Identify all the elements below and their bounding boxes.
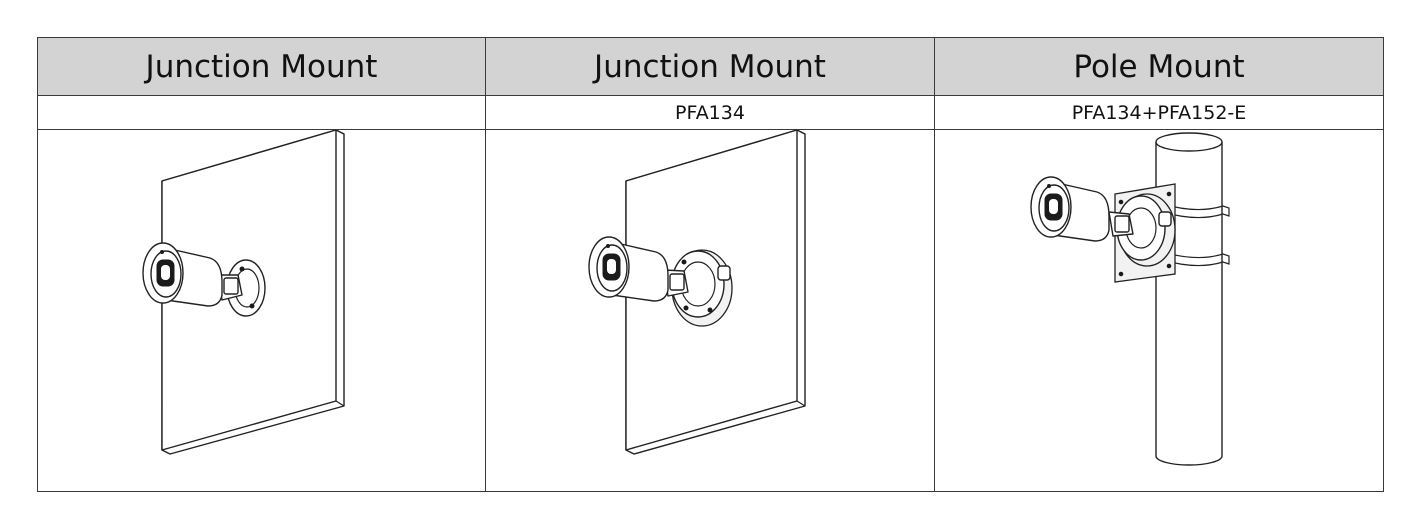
model-cell-2: PFA134: [485, 95, 935, 130]
camera-pole-mount-illustration: [1030, 132, 1230, 466]
illustration-row: [37, 129, 1384, 492]
illustration-cell-3: [934, 129, 1384, 492]
model-row: PFA134 PFA134+PFA152-E: [37, 95, 1384, 130]
header-junction-mount-pfa134: Junction Mount: [485, 37, 935, 96]
camera-junction-box-illustration: [588, 130, 806, 455]
mount-table: Junction Mount Junction Mount Pole Mount…: [37, 37, 1384, 492]
camera-wall-mount-illustration: [142, 130, 345, 455]
header-junction-mount: Junction Mount: [37, 37, 486, 96]
header-row: Junction Mount Junction Mount Pole Mount: [37, 37, 1384, 96]
model-cell-1: [37, 95, 486, 130]
illustration-cell-2: [485, 129, 935, 492]
illustration-cell-1: [37, 129, 486, 492]
header-pole-mount: Pole Mount: [934, 37, 1384, 96]
model-cell-3: PFA134+PFA152-E: [934, 95, 1384, 130]
